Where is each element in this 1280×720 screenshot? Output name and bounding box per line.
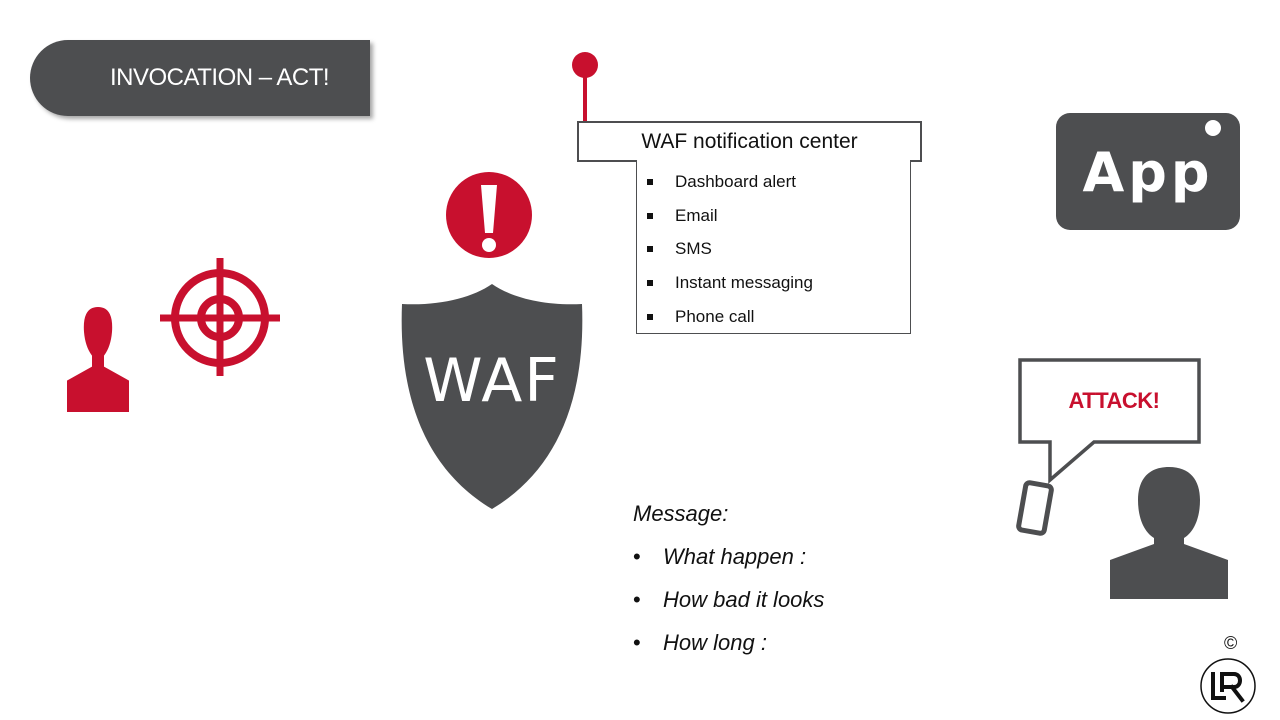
slide-title: INVOCATION – ACT! — [110, 64, 330, 91]
list-item: What happen : — [633, 544, 824, 587]
waf-shield: WAF — [400, 284, 584, 510]
shield-icon — [401, 284, 583, 509]
attacker-person-icon — [65, 304, 131, 414]
list-item: Phone call — [637, 305, 910, 339]
attack-alert-text: ATTACK! — [1068, 388, 1161, 413]
app-label: App — [1082, 141, 1214, 204]
slide-title-banner: INVOCATION – ACT! — [30, 40, 370, 116]
app-badge: App — [1056, 113, 1240, 230]
list-item: Dashboard alert — [637, 170, 910, 204]
copyright-symbol: © — [1224, 633, 1238, 653]
camera-dot-icon — [1205, 120, 1221, 136]
pin-icon — [572, 52, 598, 122]
list-item: Instant messaging — [637, 271, 910, 305]
notification-channels-panel: Dashboard alert Email SMS Instant messag… — [636, 160, 911, 334]
company-logo-icon — [1200, 658, 1256, 714]
target-crosshair-icon — [160, 258, 280, 376]
speech-bubble-icon — [1018, 358, 1201, 484]
notification-channels-list: Dashboard alert Email SMS Instant messag… — [637, 160, 910, 338]
defender-person-icon — [1110, 467, 1228, 599]
waf-label: WAF — [423, 346, 561, 416]
list-item: SMS — [637, 237, 910, 271]
message-items-list: What happen : How bad it looks How long … — [633, 544, 824, 673]
notification-center-title: WAF notification center — [577, 121, 922, 162]
list-item: How bad it looks — [633, 587, 824, 630]
list-item: How long : — [633, 630, 824, 673]
alert-exclamation-icon — [446, 172, 532, 258]
list-item: Email — [637, 204, 910, 238]
message-label: Message: — [633, 501, 729, 526]
phone-icon — [1016, 480, 1054, 536]
